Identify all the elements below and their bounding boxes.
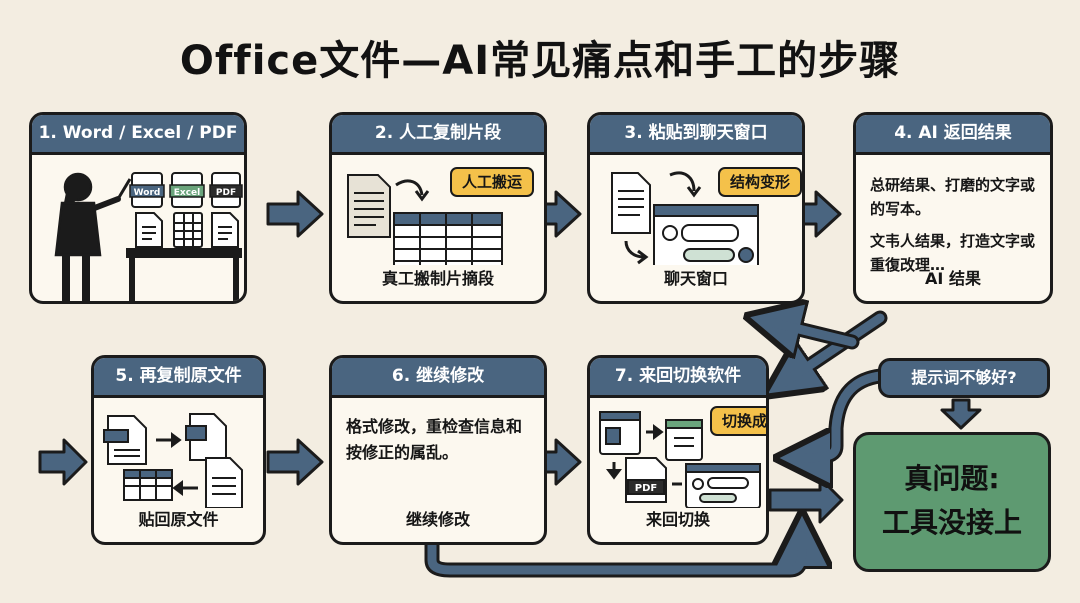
step-4-header: 4. AI 返回结果	[856, 115, 1050, 155]
step-4-caption: AI 结果	[925, 269, 981, 288]
arrow-in-5	[38, 438, 88, 486]
arrow-question-problem	[940, 398, 982, 430]
paste-back-illustration	[103, 413, 243, 508]
step-6-card: 6. 继续修改 格式修改，重检查信息和按修正的属乱。 继续修改	[329, 355, 547, 545]
step-3-card: 3. 粘贴到聊天窗口 结构变形 聊天窗口	[587, 112, 805, 304]
pdf-icon: PDF	[209, 172, 243, 208]
prompt-not-good-question-box: 提示词不够好?	[878, 358, 1050, 398]
step-2-caption: 真工搬制片摘段	[381, 269, 494, 288]
svg-text:PDF: PDF	[635, 483, 657, 494]
excel-icon: Excel	[169, 172, 205, 208]
document-icon	[205, 457, 243, 508]
step-2-card: 2. 人工复制片段 人工搬运 真工搬制片摘段	[329, 112, 547, 304]
svg-text:Word: Word	[134, 188, 161, 198]
paste-to-chat-illustration	[611, 171, 759, 265]
step-6-text: 格式修改，重检查信息和按修正的属乱。	[346, 417, 523, 462]
step-1-header: 1. Word / Excel / PDF	[32, 115, 244, 155]
ai-result-text-1: 总研结果、打磨的文字或的写本。	[870, 176, 1036, 218]
step-2-header: 2. 人工复制片段	[332, 115, 544, 155]
teacher-with-documents-illustration: Word Excel PDF	[54, 172, 243, 301]
document-icon	[347, 174, 391, 238]
page-title: Office文件—AI常见痛点和手工的步骤	[179, 38, 901, 84]
real-problem-line-2: 工具没接上	[881, 506, 1022, 539]
arrow-7-problem	[768, 476, 844, 524]
step-6-header: 6. 继续修改	[332, 358, 544, 398]
copy-document-to-table-illustration	[347, 174, 503, 265]
step-7-card: 7. 来回切换软件 切换成本 PDF 来回切换	[587, 355, 769, 545]
step-1-card: 1. Word / Excel / PDF Word Excel PDF	[29, 112, 247, 304]
svg-text:PDF: PDF	[216, 188, 236, 198]
document-icon	[211, 212, 239, 248]
step-5-header: 5. 再复制原文件	[94, 358, 263, 398]
step-7-caption: 来回切换	[645, 510, 710, 529]
app-switching-illustration: PDF	[599, 411, 761, 508]
step-7-header: 7. 来回切换软件	[590, 358, 766, 398]
step-3-header: 3. 粘贴到聊天窗口	[590, 115, 802, 155]
ai-result-text-2: 文韦人结果，打造文字或重復改理…	[870, 232, 1036, 274]
step-6-caption: 继续修改	[405, 510, 470, 529]
real-problem-box: 真问题: 工具没接上	[853, 432, 1051, 572]
arrow-1-2	[266, 190, 324, 238]
real-problem-line-1: 真问题:	[904, 462, 1000, 495]
step-3-caption: 聊天窗口	[663, 269, 728, 288]
svg-text:Excel: Excel	[174, 188, 200, 198]
manual-transfer-tag: 人工搬运	[450, 167, 535, 197]
step-5-caption: 贴回原文件	[138, 510, 219, 529]
word-icon: Word	[129, 172, 165, 208]
arrow-5-6	[266, 438, 324, 486]
document-icon	[611, 172, 651, 234]
step-5-card: 5. 再复制原文件 贴回原文件	[91, 355, 266, 545]
switching-cost-tag: 切换成本	[710, 406, 766, 436]
step-4-card: 4. AI 返回结果 总研结果、打磨的文字或的写本。 文韦人结果，打造文字或重復…	[853, 112, 1053, 304]
document-icon	[135, 212, 163, 248]
structure-deform-tag: 结构变形	[718, 167, 802, 197]
